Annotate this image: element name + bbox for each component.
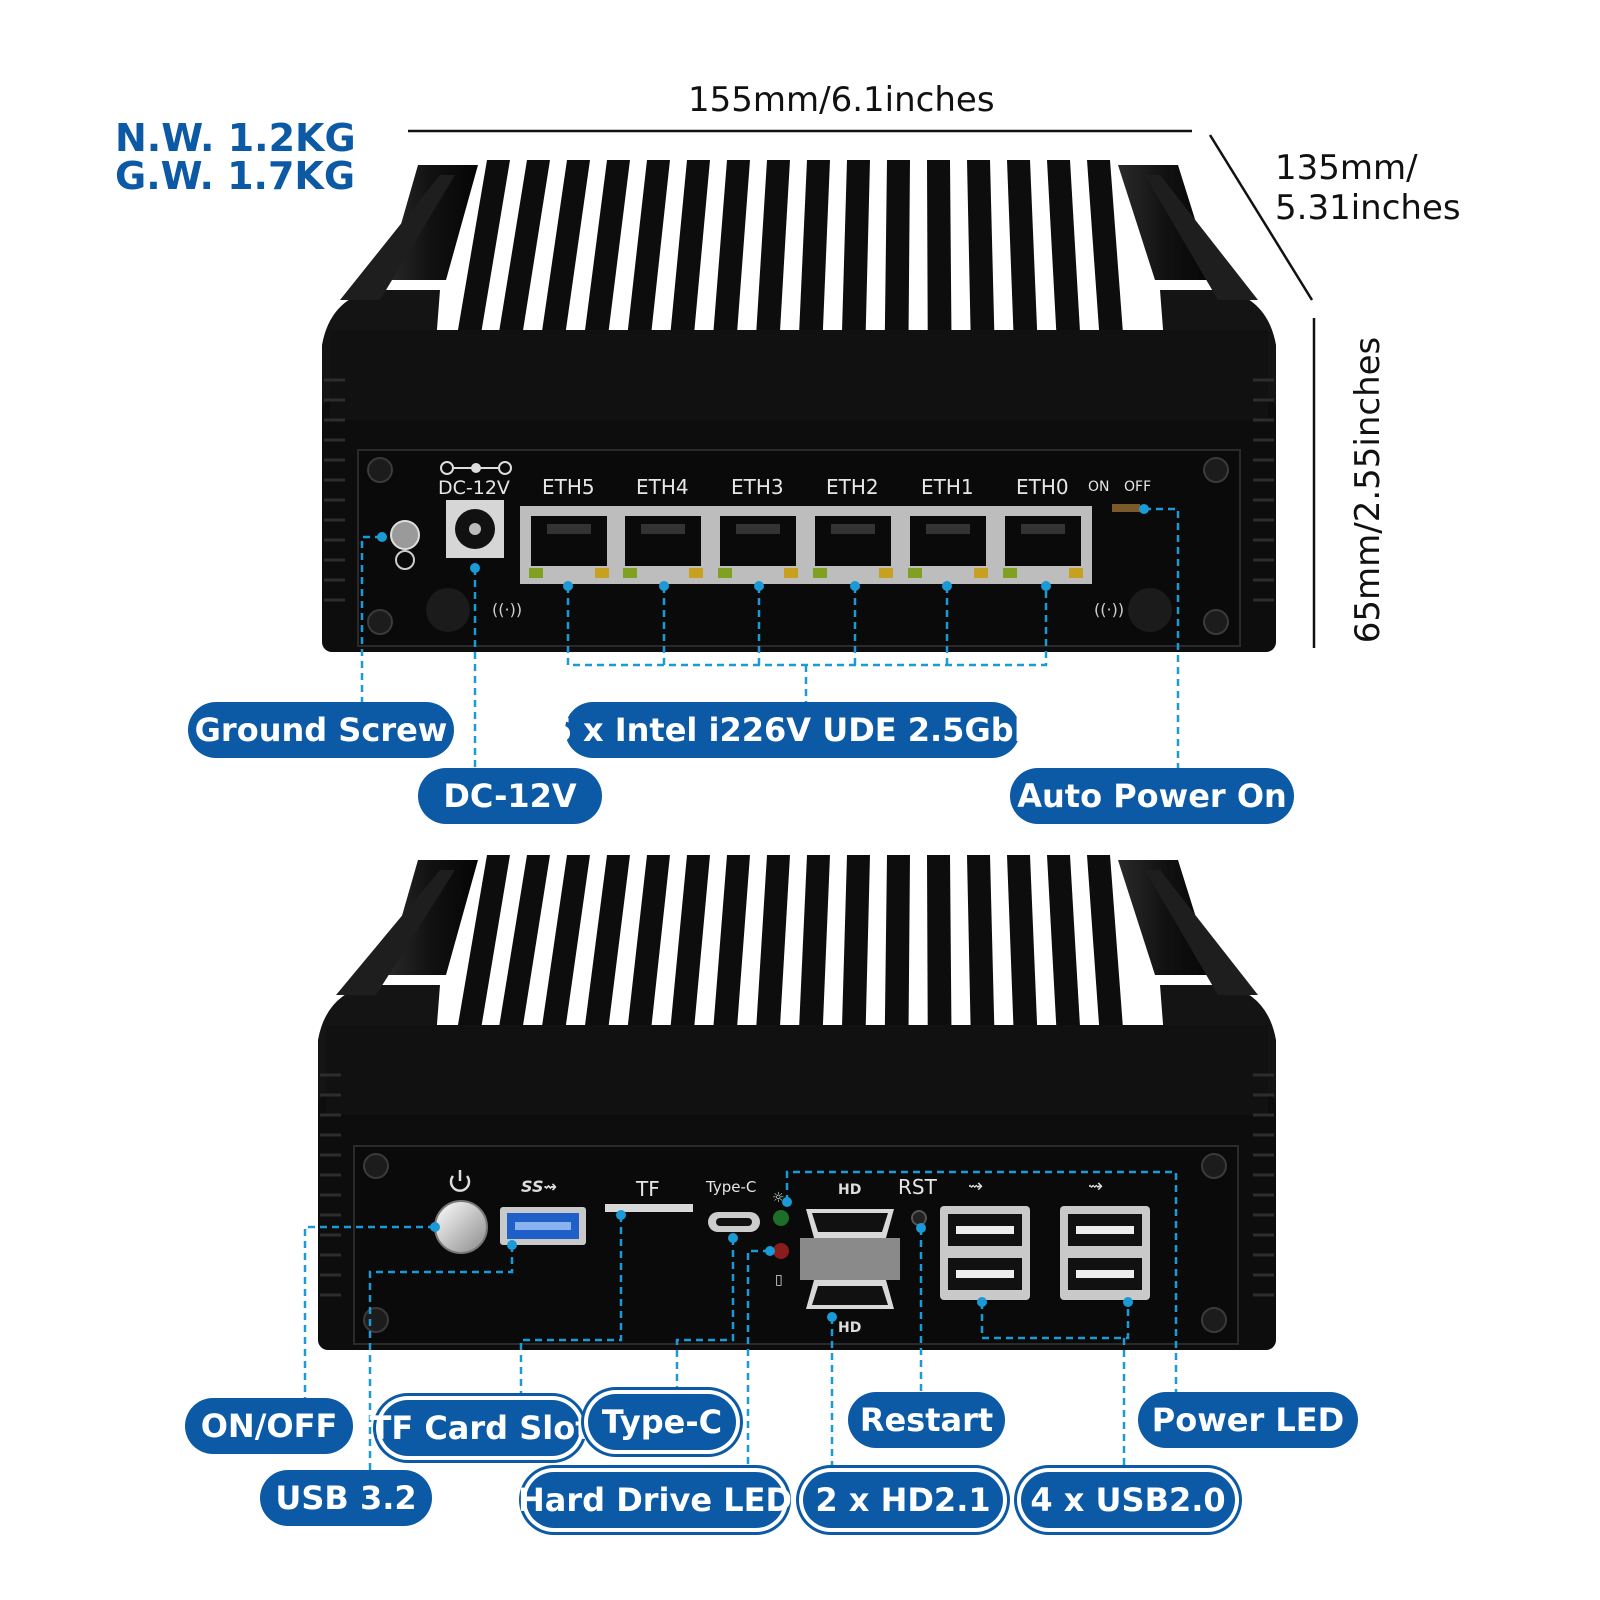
svg-text:▯: ▯ (775, 1272, 783, 1288)
width-dimension-label: 155mm/6.1inches (688, 80, 995, 120)
callout-hard-drive-led: Hard Drive LED (518, 1472, 792, 1528)
hdd-led-icon (773, 1243, 789, 1259)
callout-auto-power-on: Auto Power On (1010, 768, 1294, 824)
switch-on-label: ON (1088, 479, 1110, 495)
depth-dimension-line (1208, 134, 1314, 301)
svg-text:⇝: ⇝ (968, 1176, 983, 1197)
gross-weight: G.W. 1.7KG (115, 154, 356, 198)
callout-ground-screw: Ground Screw (188, 702, 454, 758)
callout-tf-card-slot: TF Card Slot (369, 1400, 591, 1456)
callout-usb20: 4 x USB2.0 (1021, 1472, 1235, 1528)
callout-usb32: USB 3.2 (260, 1470, 432, 1526)
eth2-label: ETH2 (826, 475, 879, 499)
power-led-icon (773, 1210, 789, 1226)
callout-dc-12v: DC-12V (418, 768, 602, 824)
callout-restart: Restart (848, 1392, 1005, 1448)
ground-screw-icon (390, 520, 420, 550)
svg-text:HD: HD (838, 1182, 861, 1198)
depth-dimension-label-1: 135mm/ (1275, 148, 1418, 188)
eth1-label: ETH1 (921, 475, 974, 499)
front-view-chassis: SS⇝ ☼ ▯ HD HD ⇝ ⇝ (318, 855, 1276, 1350)
callout-type-c: Type-C (588, 1394, 736, 1450)
power-symbol-icon (449, 1170, 471, 1192)
eth5-label: ETH5 (542, 475, 595, 499)
dc-jack-label: DC-12V (438, 477, 510, 499)
callout-power-led: Power LED (1138, 1392, 1358, 1448)
svg-text:((·)): ((·)) (1094, 600, 1124, 619)
svg-text:☼: ☼ (772, 1190, 785, 1206)
svg-text:HD: HD (838, 1320, 861, 1336)
leader-lines (303, 507, 1180, 1472)
rst-label: RST (898, 1175, 938, 1199)
eth3-label: ETH3 (731, 475, 784, 499)
power-button-icon (434, 1200, 488, 1254)
svg-text:SS⇝: SS⇝ (521, 1177, 557, 1196)
eth0-label: ETH0 (1016, 475, 1069, 499)
svg-text:((·)): ((·)) (492, 600, 522, 619)
tf-label: TF (635, 1177, 660, 1201)
reset-hole-icon (911, 1210, 927, 1226)
eth4-label: ETH4 (636, 475, 689, 499)
callout-hd21: 2 x HD2.1 (803, 1472, 1003, 1528)
depth-dimension-label-2: 5.31inches (1275, 188, 1461, 228)
callout-ethernet: 6 x Intel i226V UDE 2.5GbE (550, 702, 1035, 758)
typec-panel-label: Type-C (705, 1178, 756, 1196)
svg-text:⇝: ⇝ (1088, 1176, 1103, 1197)
net-weight: N.W. 1.2KG (115, 116, 356, 160)
switch-off-label: OFF (1124, 479, 1151, 495)
tf-slot-icon (605, 1204, 693, 1212)
callout-on-off: ON/OFF (185, 1398, 353, 1454)
rear-view-chassis: ((·)) ((·)) (322, 160, 1276, 652)
